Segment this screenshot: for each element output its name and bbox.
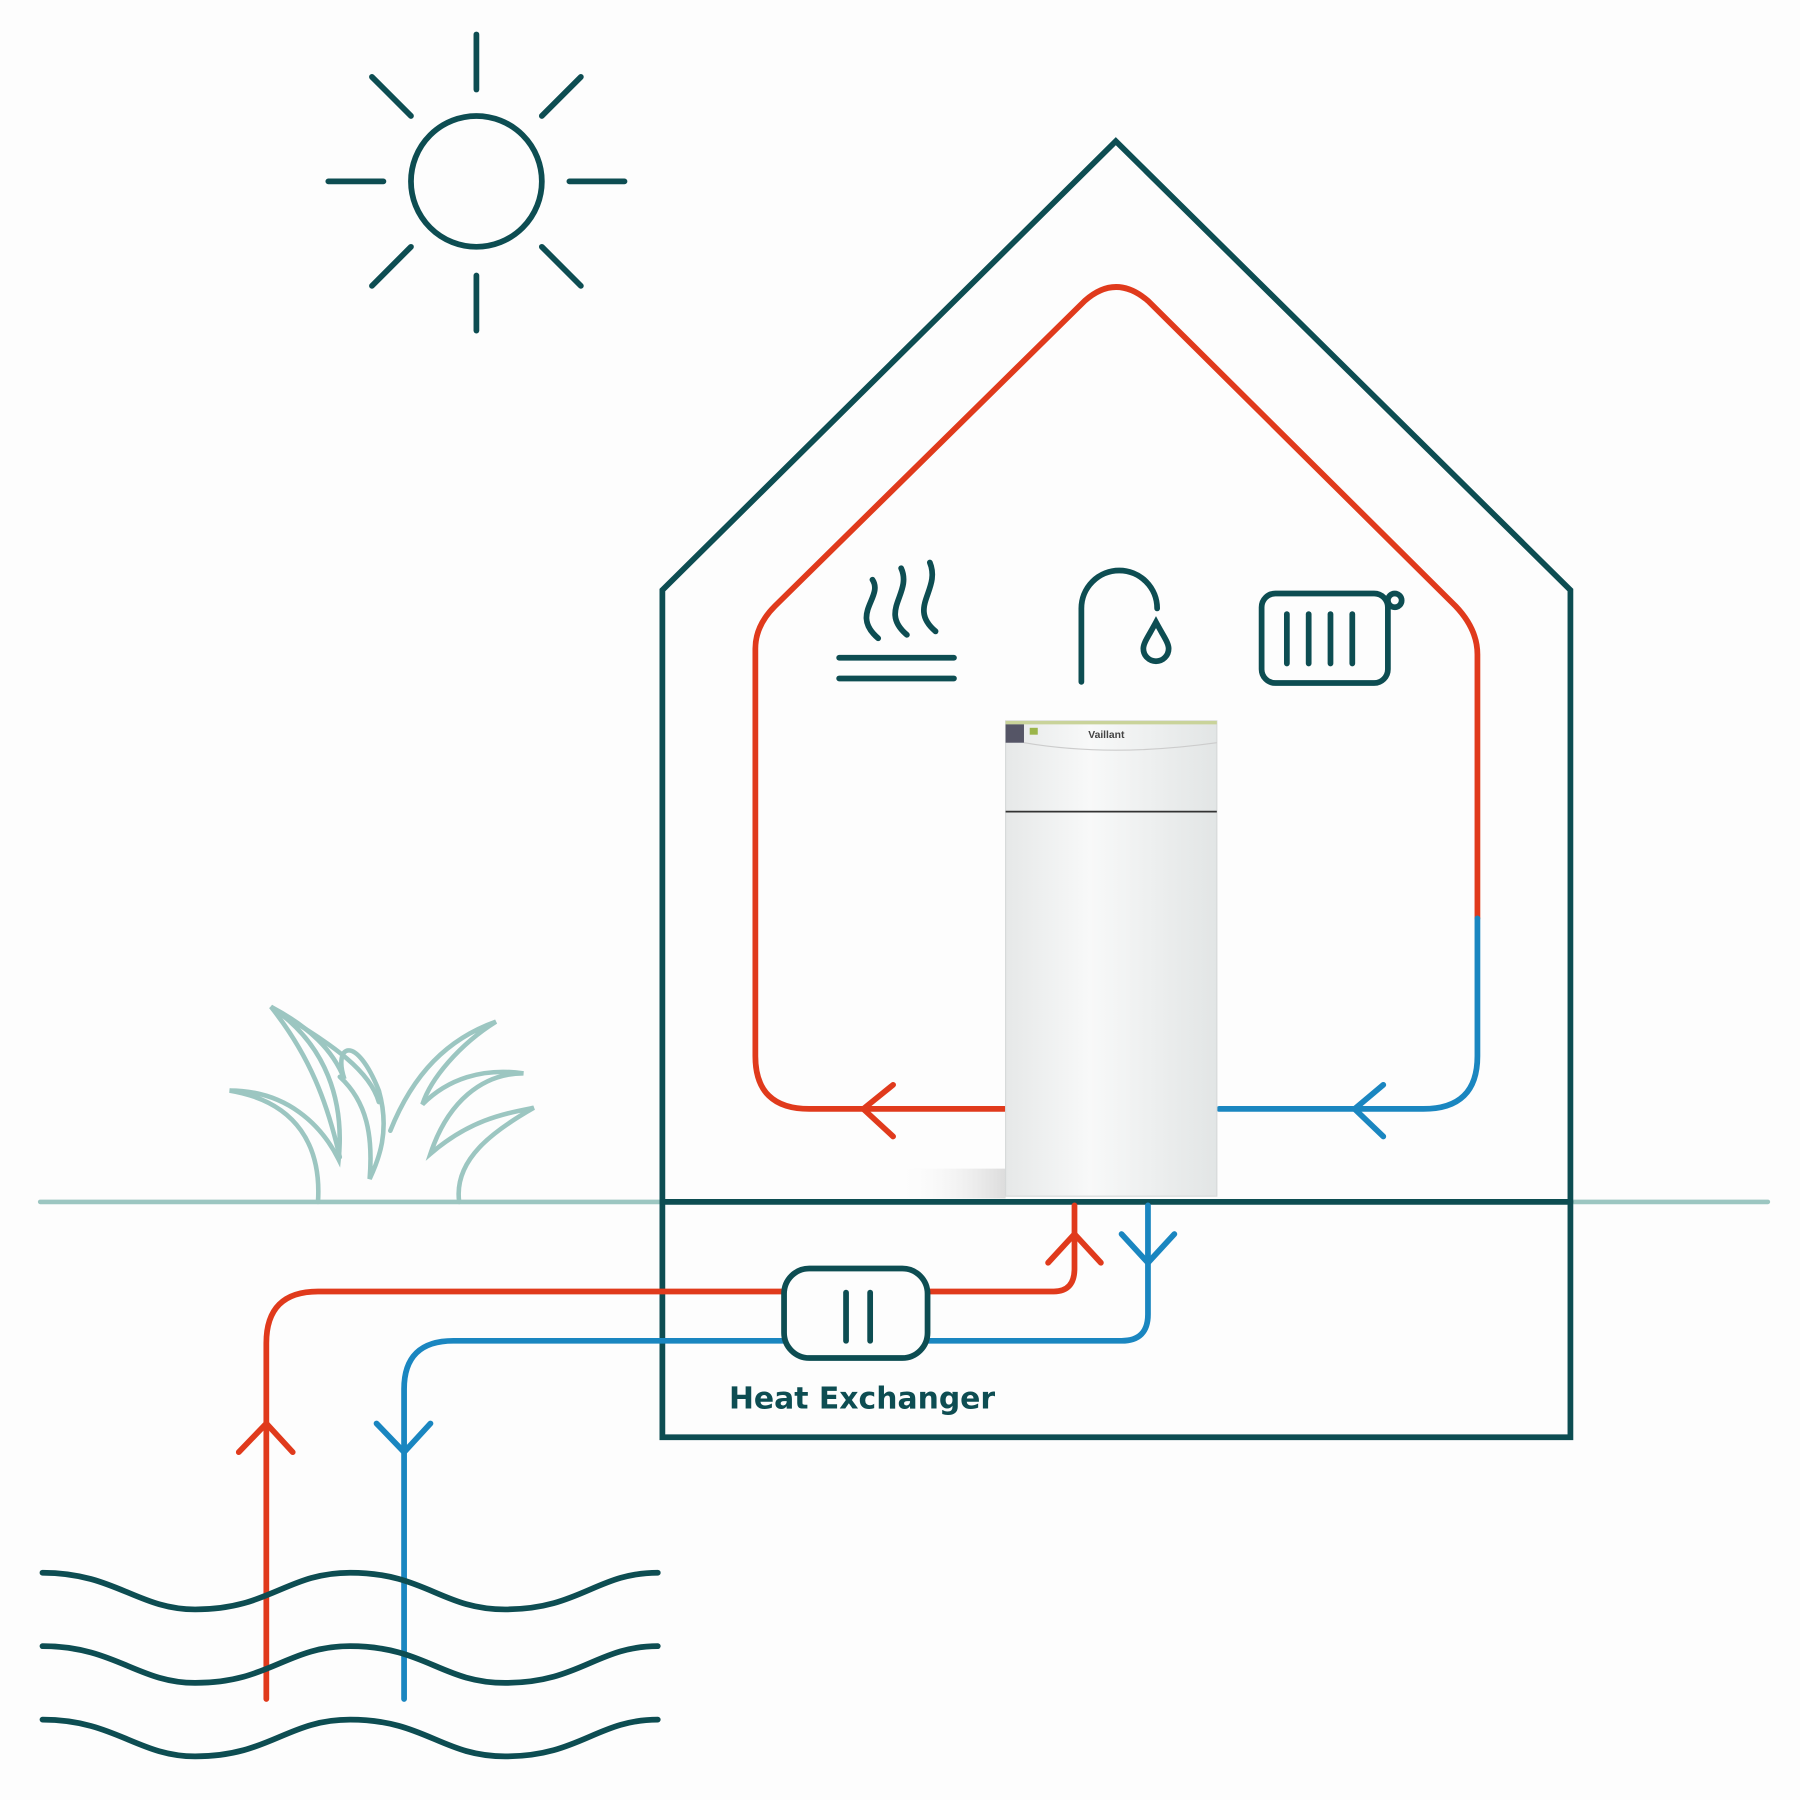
hot-flow-pipe [752, 284, 1481, 1112]
underfloor-heating-icon [836, 559, 957, 682]
heat-exchanger-label: Heat Exchanger [729, 1382, 995, 1417]
ground-cold-arrow-down [1118, 1231, 1178, 1266]
ground-cold-pipe [401, 1202, 1151, 1702]
plant-icon [229, 1004, 535, 1205]
radiator-icon [1258, 590, 1405, 686]
unit-brand-logo: Vaillant [1088, 730, 1125, 741]
sun-icon [325, 31, 628, 334]
water-tap-icon [1078, 567, 1172, 685]
heat-exchanger-icon [781, 1265, 931, 1361]
cold-return-arrow [1351, 1081, 1387, 1140]
heat-pump-unit: Vaillant [895, 720, 1218, 1199]
cold-return-pipe [1216, 915, 1481, 1112]
groundwater-waves [39, 1569, 661, 1760]
ground-hot-arrow-up [1045, 1231, 1104, 1266]
house-outline [659, 137, 1574, 1441]
well-cold-arrow-down [373, 1420, 434, 1456]
ground-hot-pipe [263, 1202, 1078, 1702]
hot-flow-arrow [860, 1081, 896, 1140]
well-hot-arrow-up [235, 1420, 296, 1456]
